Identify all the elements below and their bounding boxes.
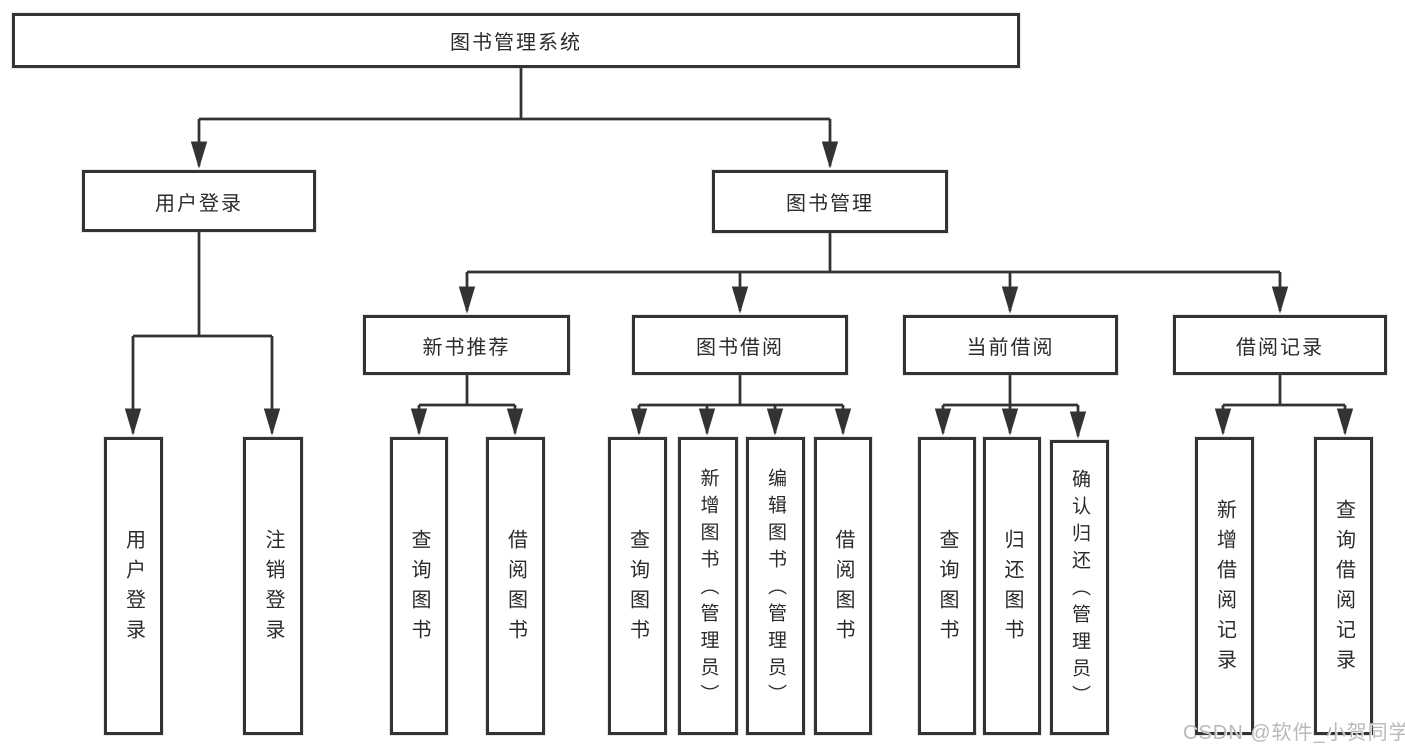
leaf-borrow-query-book: 查询图书	[608, 437, 667, 735]
user-login-branch-box: 用户登录	[82, 170, 316, 232]
leaf-confirm-return-admin: 确认归还（管理员）	[1050, 440, 1109, 735]
system-root-box: 图书管理系统	[12, 13, 1020, 68]
leaf-recommend-borrow-book: 借阅图书	[486, 437, 545, 735]
leaf-user-login: 用户登录	[104, 437, 163, 735]
leaf-edit-book-admin: 编辑图书（管理员）	[746, 437, 805, 735]
new-book-recommend-box: 新书推荐	[363, 315, 570, 375]
leaf-add-borrow-record: 新增借阅记录	[1195, 437, 1254, 735]
current-borrow-box: 当前借阅	[903, 315, 1118, 375]
borrow-record-box: 借阅记录	[1173, 315, 1387, 375]
leaf-return-book: 归还图书	[983, 437, 1041, 735]
book-management-branch-box: 图书管理	[712, 170, 948, 233]
leaf-borrow-borrow-book: 借阅图书	[814, 437, 872, 735]
leaf-query-borrow-record: 查询借阅记录	[1314, 437, 1373, 735]
leaf-logout: 注销登录	[243, 437, 303, 735]
book-borrow-box: 图书借阅	[632, 315, 848, 375]
leaf-add-book-admin: 新增图书（管理员）	[678, 437, 738, 735]
leaf-current-query-book: 查询图书	[918, 437, 976, 735]
watermark: CSDN @软件_小贺同学	[1183, 722, 1405, 744]
leaf-recommend-query-book: 查询图书	[390, 437, 448, 735]
